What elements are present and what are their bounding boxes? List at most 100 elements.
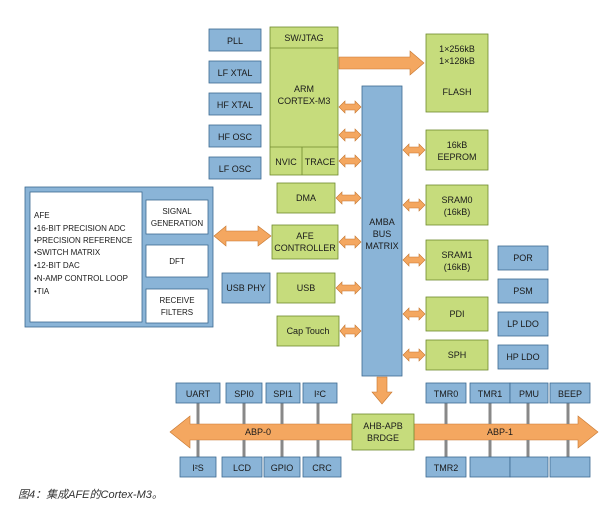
lf-osc-block [208,156,262,180]
amba-label-line2: BUS [373,229,392,239]
dma-label: DMA [296,193,316,203]
pll-label: PLL [227,36,243,46]
bridge-line2: BRDGE [367,433,399,443]
uart-label: UART [186,389,211,399]
lcd-block [221,456,263,478]
arrow-core-amba-2 [338,128,362,142]
afe-controller-line2: CONTROLLER [274,243,336,253]
lp-ldo-label: LP LDO [507,319,539,329]
arrow-afe-panel-controller [213,225,272,247]
por-label: POR [513,253,533,263]
trace-label: TRACE [305,157,336,167]
apb1-bottom-block-3 [509,456,549,478]
amba-label-line1: AMBA [369,217,395,227]
tmr1-label: TMR1 [478,389,503,399]
sram1-line1: SRAM1 [441,250,472,260]
sram0-line1: SRAM0 [441,195,472,205]
flash-line3: FLASH [442,87,471,97]
apb1-bottom-block-4 [549,456,591,478]
apb0-peripherals: UART SPI0 SPI1 I²C I²S LCD GPIO CRC [175,382,342,478]
crc-label: CRC [312,463,332,473]
eeprom-line1: 16kB [447,140,468,150]
afe-item-namp: •N-AMP CONTROL LOOP [34,274,128,283]
receive-filters-line2: FILTERS [161,308,193,317]
abp0-label: ABP-0 [245,427,271,437]
i2s-block [179,456,217,478]
usb-block [276,272,336,304]
arrow-core-amba-3 [338,154,362,168]
beep-block [549,382,591,404]
lf-xtal-label: LF XTAL [218,68,253,78]
arm-label-line2: CORTEX-M3 [278,96,331,106]
signal-generation-box [145,199,209,235]
beep-label: BEEP [558,389,582,399]
arm-label-line1: ARM [294,84,314,94]
bridge-line1: AHB-APB [363,421,403,431]
lcd-label: LCD [233,463,252,473]
arrow-amba-sram0 [402,198,426,212]
psm-label: PSM [513,286,533,296]
sph-label: SPH [448,350,467,360]
spi0-block [225,382,263,404]
arrow-core-to-flash [338,50,425,76]
crc-block [302,456,342,478]
i2s-label: I²S [192,463,204,473]
hf-xtal-block [208,92,262,116]
tmr2-label: TMR2 [434,463,459,473]
afe-item-switch: •SWITCH MATRIX [34,248,101,257]
hf-osc-block [208,124,262,148]
hf-xtal-label: HF XTAL [217,100,253,110]
lf-xtal-block [208,60,262,84]
flash-line2: 1×128kB [439,56,475,66]
pmu-block [509,382,549,404]
abp1-label: ABP-1 [487,427,513,437]
i2c-label: I²C [314,389,326,399]
swjtag-label: SW/JTAG [284,33,323,43]
spi1-label: SPI1 [273,389,293,399]
tmr2-block [425,456,467,478]
afe-title: AFE [34,211,50,220]
pmu-label: PMU [519,389,539,399]
nvic-label: NVIC [275,157,297,167]
cap-touch-label: Cap Touch [287,326,330,336]
pdi-block [425,296,489,332]
amba-label-line3: MATRIX [365,241,398,251]
arrow-afectl-amba [338,235,362,249]
lp-ldo-block [497,311,549,337]
pll-block [208,28,262,52]
usb-label: USB [297,283,316,293]
pdi-label: PDI [449,309,464,319]
arrow-amba-sph [402,348,426,362]
afe-list-box [29,191,143,323]
arrow-core-amba-1 [338,100,362,114]
cap-touch-block [276,315,340,347]
afe-item-tia: •TIA [34,287,50,296]
signal-generation-line1: SIGNAL [162,207,192,216]
flash-line1: 1×256kB [439,44,475,54]
gpio-label: GPIO [271,463,294,473]
dft-label: DFT [169,257,185,266]
eeprom-line2: EEPROM [437,152,476,162]
afe-controller-line1: AFE [296,231,314,241]
sram1-line2: (16kB) [444,262,471,272]
arrow-amba-sram1 [402,253,426,267]
hp-ldo-block [497,344,549,370]
usb-phy-block [221,272,271,304]
psm-block [497,278,549,304]
arrow-amba-eeprom [402,143,426,157]
apb1-peripherals: TMR0 TMR1 PMU BEEP TMR2 [425,382,591,478]
lf-osc-label: LF OSC [219,164,252,174]
apb1-bottom-block-2 [469,456,511,478]
sram1-block [425,239,489,281]
amba-bus-matrix-block [361,85,403,377]
afe-controller-block [271,224,339,260]
tmr0-block [425,382,467,404]
spi0-label: SPI0 [234,389,254,399]
flash-block [425,33,489,113]
ahb-apb-bridge-block [351,413,415,451]
arm-core-block [269,26,339,176]
afe-item-reference: •PRECISION REFERENCE [34,236,132,245]
arrow-dma-amba [335,191,362,205]
usb-phy-label: USB PHY [226,283,266,293]
